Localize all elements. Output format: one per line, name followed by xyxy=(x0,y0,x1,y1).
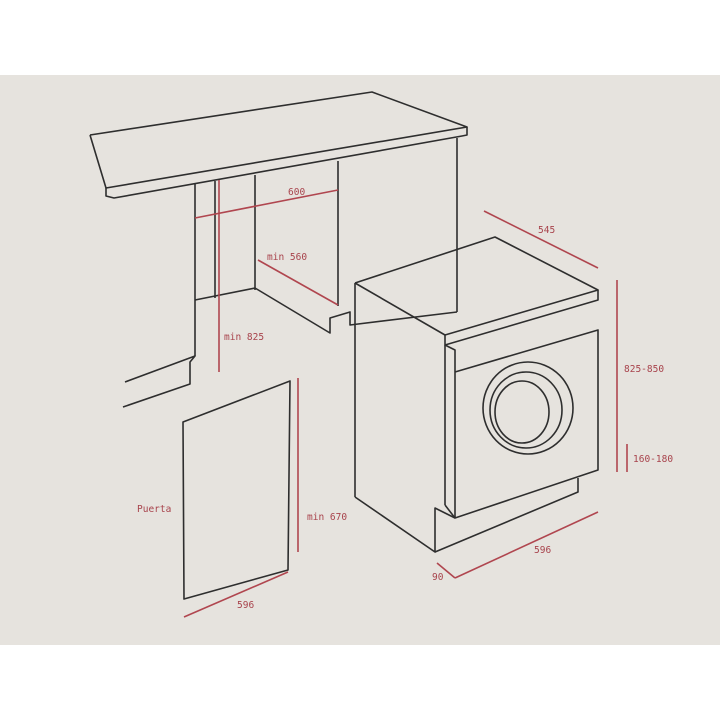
door-height-label: min 670 xyxy=(307,512,347,523)
machine-width-label: 596 xyxy=(534,545,551,556)
niche-height-label: min 825 xyxy=(224,332,264,343)
plinth-height-label: 160-180 xyxy=(633,454,673,465)
door-glass-inner xyxy=(494,380,550,444)
diagram-background xyxy=(0,75,720,645)
niche-dimensions: 600 min 560 min 825 xyxy=(194,180,339,372)
door-panel: Puerta min 670 596 xyxy=(137,378,347,618)
machine-depth-label: 545 xyxy=(538,225,555,236)
door-label: Puerta xyxy=(137,504,171,515)
niche-depth-label: min 560 xyxy=(267,252,307,263)
washing-machine xyxy=(354,236,599,553)
door-width-label: 596 xyxy=(237,600,254,611)
door-ring xyxy=(482,361,574,455)
plinth-offset-label: 90 xyxy=(432,572,444,583)
door-glass-outer xyxy=(489,371,563,449)
niche-width-label: 600 xyxy=(288,187,305,198)
machine-dimensions: 545 825-850 160-180 596 90 xyxy=(432,210,673,583)
countertop-niche xyxy=(89,91,468,408)
machine-height-label: 825-850 xyxy=(624,364,664,375)
